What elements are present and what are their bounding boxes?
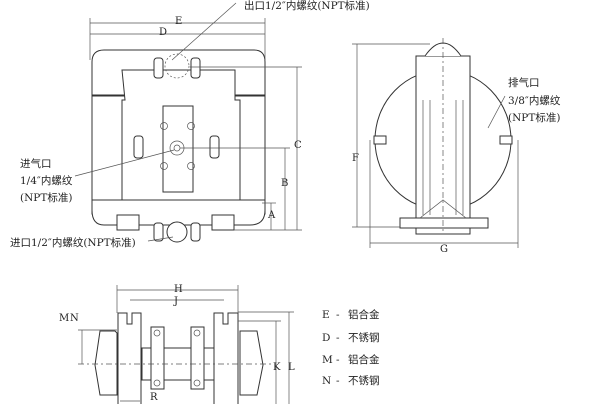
- legend-material: 铝合金: [348, 353, 380, 366]
- legend-material: 不锈钢: [348, 331, 380, 344]
- dim-label-n: N: [70, 313, 79, 324]
- legend-separator: -: [336, 332, 340, 344]
- bottom-right-bracket: [190, 326, 205, 390]
- bottom-left-foot: [94, 330, 118, 396]
- legend-separator: -: [336, 375, 340, 387]
- legend-material: 不锈钢: [348, 374, 380, 387]
- side-base-support: [419, 199, 467, 219]
- dim-label-l: L: [288, 362, 295, 373]
- dim-label-m: M: [59, 313, 69, 324]
- outlet-label: 出口1/2″内螺纹(NPT标准): [244, 0, 370, 12]
- exhaust-label-1: 排气口: [508, 76, 540, 89]
- front-bolts: [133, 57, 220, 242]
- legend-key: N: [322, 375, 331, 387]
- bottom-dimension-lines: [78, 285, 294, 404]
- dim-label-b: B: [281, 178, 288, 189]
- legend-item: N - 不锈钢: [322, 374, 380, 387]
- dim-label-c: C: [294, 140, 302, 151]
- legend-key: D: [322, 332, 330, 344]
- front-right-foot: [211, 214, 235, 231]
- air-inlet-label-2: 1/4″内螺纹: [20, 174, 73, 187]
- bottom-left-bracket: [150, 326, 165, 390]
- dim-label-f: F: [352, 153, 359, 164]
- exhaust-label-3: (NPT标准): [508, 112, 560, 124]
- dim-label-k: K: [273, 362, 281, 373]
- front-view: E D C B A 出口1/2″内螺纹(NPT标准) 进气口 1/4″内螺纹 (…: [10, 0, 370, 249]
- legend-key: E: [322, 309, 330, 321]
- side-left-clamp: [373, 135, 387, 145]
- outlet-port: [164, 53, 190, 79]
- legend-material: 铝合金: [348, 308, 380, 321]
- bottom-right-foot: [239, 330, 264, 396]
- front-left-foot: [116, 214, 140, 231]
- air-inlet-label-3: (NPT标准): [20, 192, 72, 204]
- legend-item: D - 不锈钢: [322, 331, 380, 344]
- exhaust-label-2: 3/8″内螺纹: [508, 94, 561, 107]
- front-air-valve-plate: [162, 105, 194, 193]
- dim-label-a: A: [267, 210, 276, 221]
- front-dimension-lines: [74, 2, 302, 242]
- front-left-chamber: [91, 95, 128, 215]
- dim-label-h: H: [174, 284, 183, 295]
- side-base: [399, 217, 489, 229]
- bottom-view: H J K L M N R: [59, 284, 295, 404]
- legend-item: M - 铝合金: [322, 353, 380, 366]
- legend-item: E - 铝合金: [322, 308, 380, 321]
- legend-separator: -: [336, 309, 340, 321]
- bottom-left-plate: [117, 312, 142, 404]
- material-legend: E - 铝合金 D - 不锈钢 M - 铝合金 N - 不锈钢: [322, 308, 380, 387]
- inlet-port: [166, 221, 188, 243]
- side-dimension-lines: [352, 43, 519, 248]
- legend-key: M: [322, 354, 333, 366]
- dim-label-e: E: [175, 16, 182, 27]
- bottom-right-plate: [213, 312, 239, 404]
- inlet-label: 进口1/2″内螺纹(NPT标准): [10, 236, 136, 249]
- dim-label-r: R: [150, 392, 158, 403]
- air-inlet-label-1: 进气口: [20, 157, 52, 170]
- dim-label-d: D: [159, 27, 167, 38]
- dim-label-g: G: [440, 244, 448, 255]
- legend-separator: -: [336, 354, 340, 366]
- dim-label-j: J: [173, 296, 178, 307]
- side-view: F G 排气口 3/8″内螺纹 (NPT标准): [352, 38, 561, 255]
- side-right-clamp: [499, 135, 513, 145]
